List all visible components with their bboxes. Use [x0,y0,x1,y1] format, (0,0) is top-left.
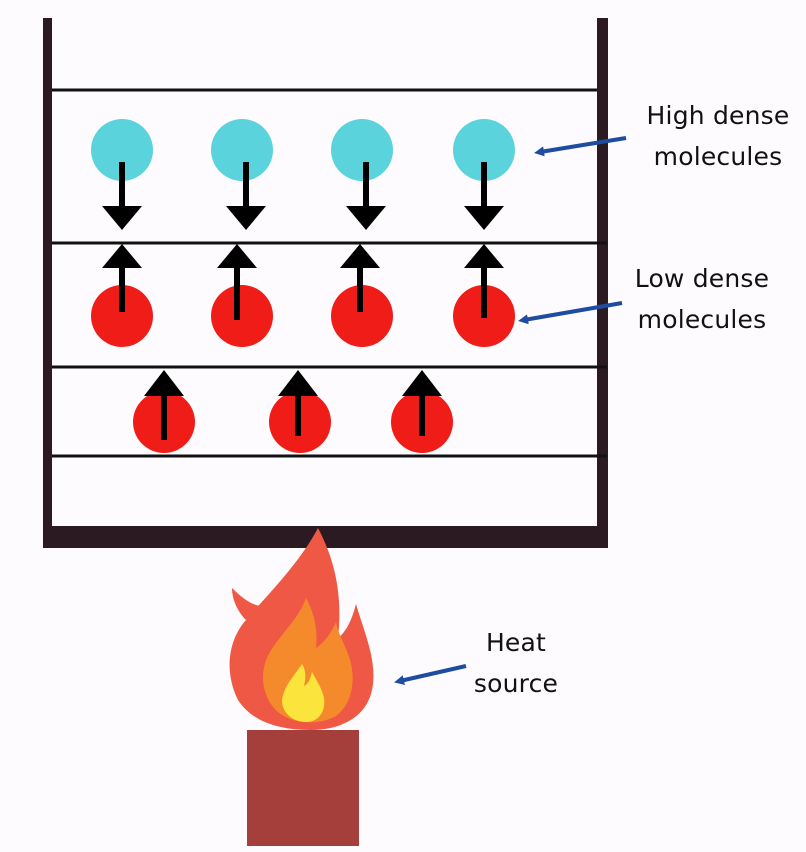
label-high-dense-line1: High dense [646,101,790,130]
up-arrow [217,244,257,320]
label-high-dense-line2: molecules [653,142,783,171]
label-low-dense-line2: molecules [637,305,767,334]
label-high-dense: High dense molecules [624,95,806,177]
flame-outer-left [232,588,262,620]
flame-icon [229,528,374,730]
low-dense-molecules [91,285,515,347]
up-arrow [464,244,504,318]
label-low-dense: Low dense molecules [612,258,792,340]
burner-block [247,730,359,846]
up-arrow [102,244,142,312]
up-arrow [340,244,380,312]
pointer-arrow-heat-source [394,664,467,685]
up-arrows-bottom [144,370,442,440]
high-dense-molecule [453,119,515,181]
down-arrow [346,162,386,230]
high-dense-molecule [211,119,273,181]
low-dense-molecule [211,285,273,347]
label-low-dense-line1: Low dense [634,264,770,293]
container-left-wall [43,18,52,548]
up-arrow [278,370,318,436]
down-arrow [226,162,266,230]
high-dense-molecules [91,119,515,181]
down-arrows [102,162,504,230]
container-bottom [43,526,608,548]
high-dense-molecule [331,119,393,181]
low-dense-molecule [331,285,393,347]
low-dense-molecules-bottom [133,391,453,453]
label-heat-source-line1: Heat [485,628,547,657]
label-heat-source-line2: source [473,669,559,698]
pointer-arrow-high-dense [534,136,627,157]
down-arrow [464,162,504,230]
container-right-wall [597,18,608,548]
low-dense-molecule [91,285,153,347]
flame-inner [282,664,325,722]
pointer-arrow-low-dense [518,301,623,325]
container [43,18,608,548]
up-arrow [144,370,184,440]
layer-lines [52,88,607,458]
label-heat-source: Heat source [458,622,574,704]
up-arrows-middle [102,244,504,320]
down-arrow [102,162,142,230]
up-arrow [402,370,442,436]
high-dense-molecule [91,119,153,181]
pointer-arrows [394,136,627,685]
